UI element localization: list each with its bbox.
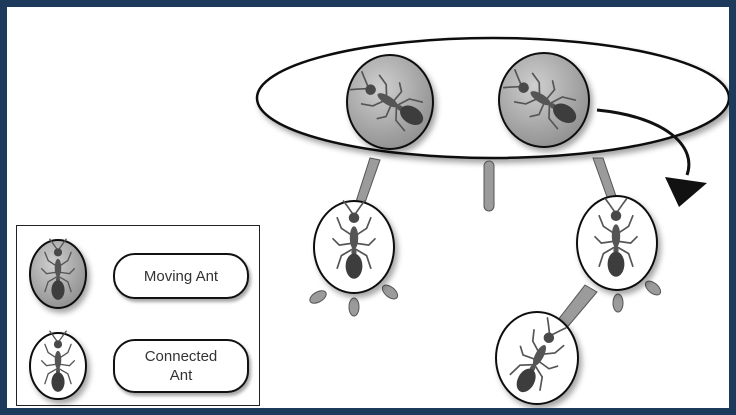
stub-middle [484, 161, 494, 211]
connected-ant-icon [496, 312, 578, 404]
moving-ant-icon [498, 53, 589, 147]
connected-ant-right [551, 196, 663, 337]
diagram-canvas: Moving Ant Connected Ant [7, 7, 729, 408]
legend-moving-label: Moving Ant [113, 253, 249, 299]
connected-ant-left [308, 201, 400, 316]
moving-ant-icon [30, 239, 86, 308]
platform-stubs [353, 158, 619, 214]
legend: Moving Ant Connected Ant [16, 225, 260, 406]
connected-ant-icon [314, 201, 394, 293]
legend-connected-text: Connected Ant [145, 347, 218, 385]
legend-moving-text: Moving Ant [144, 267, 218, 286]
platform-ellipse [257, 38, 729, 158]
moving-ant-icon [345, 55, 433, 149]
legend-connected-label: Connected Ant [113, 339, 249, 393]
connected-ant-icon [30, 331, 86, 399]
connected-ant-icon [577, 196, 657, 290]
